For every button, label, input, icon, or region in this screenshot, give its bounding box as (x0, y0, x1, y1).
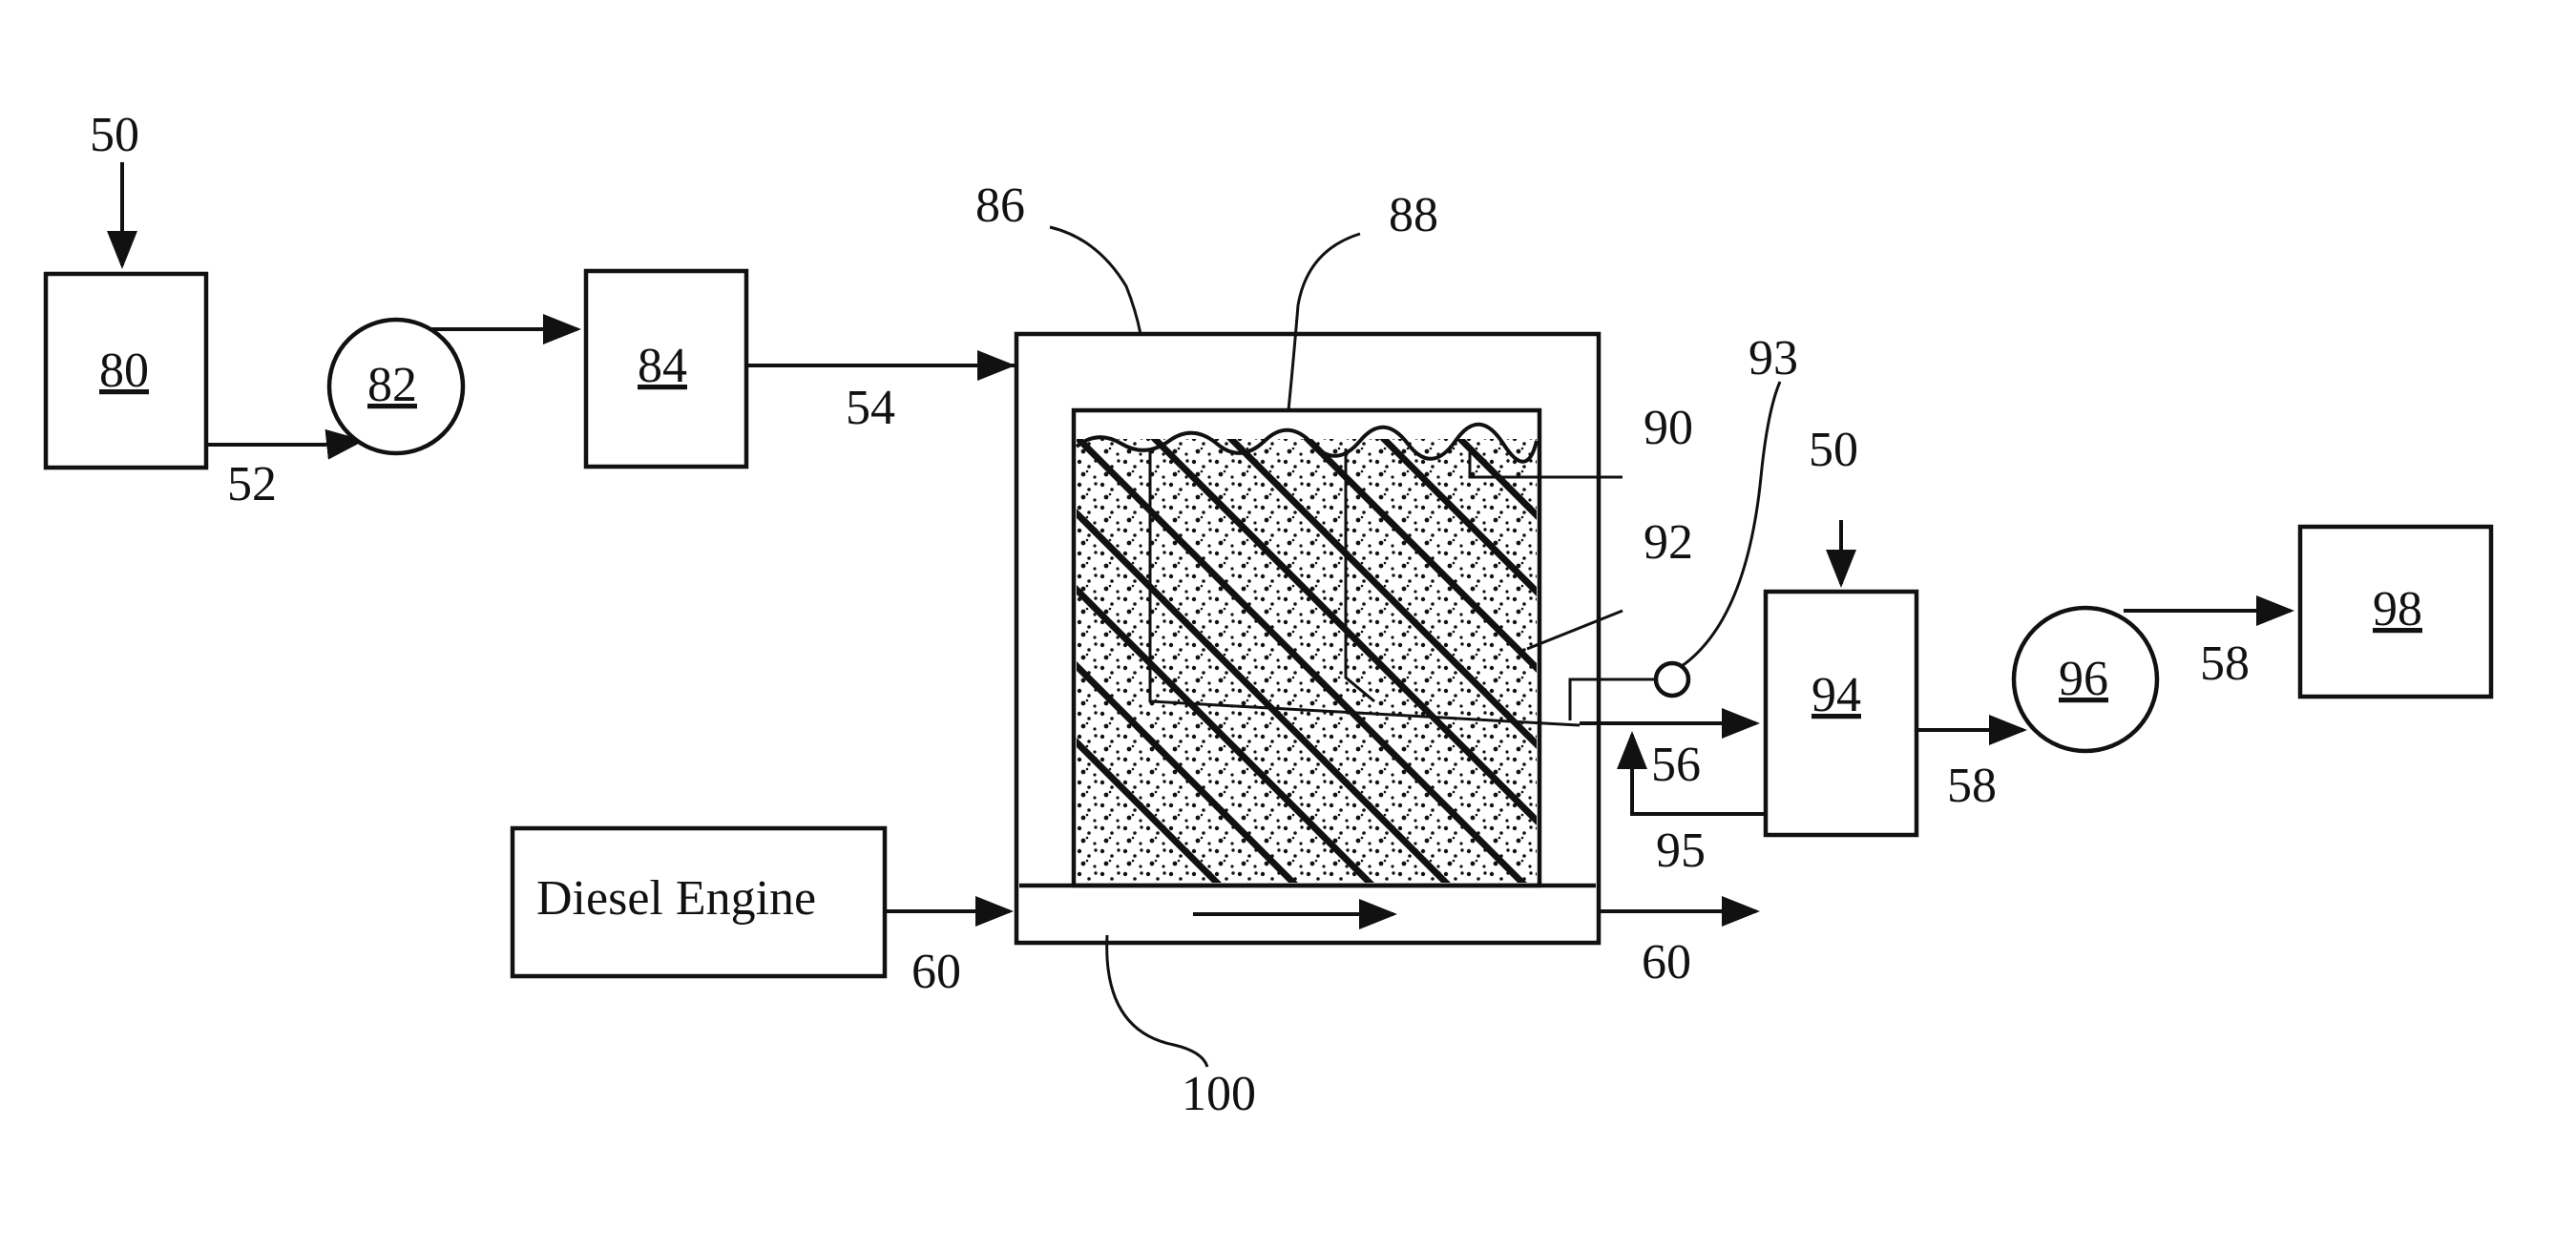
ref-50-right: 50 (1809, 423, 1858, 477)
ref-60-right: 60 (1642, 935, 1691, 990)
label-94: 94 (1812, 668, 1861, 722)
label-82: 82 (367, 358, 417, 412)
ref-86: 86 (975, 178, 1025, 233)
ref-92: 92 (1644, 515, 1693, 570)
label-96: 96 (2059, 652, 2108, 706)
ref-58-right: 58 (2200, 636, 2250, 691)
ref-100: 100 (1182, 1067, 1256, 1121)
ref-60-left: 60 (911, 945, 961, 999)
valve-93 (1656, 663, 1688, 696)
line-52 (206, 441, 361, 445)
ref-95: 95 (1656, 824, 1706, 878)
ref-58-left: 58 (1947, 759, 1997, 813)
leader-86 (1050, 227, 1141, 334)
label-84: 84 (638, 339, 687, 393)
ref-54: 54 (846, 381, 895, 435)
ref-88: 88 (1389, 188, 1438, 242)
ref-56: 56 (1651, 738, 1701, 792)
label-engine: Diesel Engine (536, 871, 816, 926)
ref-90: 90 (1644, 401, 1693, 455)
ref-52: 52 (227, 457, 277, 511)
label-98: 98 (2373, 582, 2422, 636)
ref-93: 93 (1749, 331, 1798, 386)
ref-50-top-left: 50 (90, 108, 139, 162)
label-80: 80 (99, 344, 149, 398)
leader-100 (1107, 935, 1207, 1067)
